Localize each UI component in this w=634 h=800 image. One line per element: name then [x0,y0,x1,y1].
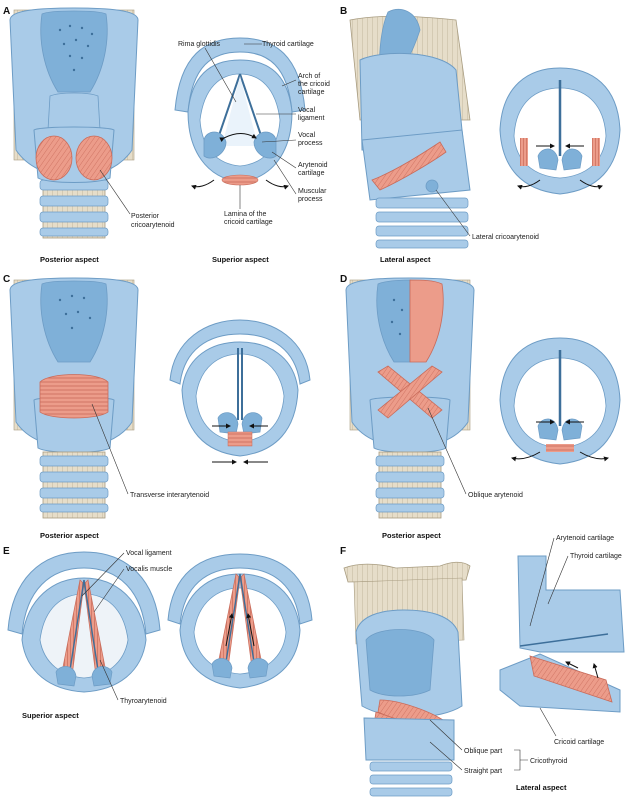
panel-letter-e: E [3,546,10,557]
caption-b: Lateral aspect [380,255,431,264]
label-oblique-arytenoid: Oblique arytenoid [468,492,523,499]
schematic-f [499,555,625,713]
label-vocal-ligament-a-2: ligament [298,115,325,122]
posterior-larynx-d [345,277,475,519]
panel-letter-b: B [340,6,347,17]
caption-c: Posterior aspect [40,531,99,540]
label-thyroid-cartilage-f: Thyroid cartilage [570,553,622,560]
label-vocalis-muscle: Vocalis muscle [126,566,172,573]
label-oblique-part: Oblique part [464,748,502,755]
label-lamina-2: cricoid cartilage [224,219,273,226]
label-vocal-process: Vocal [298,132,316,139]
vocal-ligament-e [69,579,85,671]
label-posterior-cricoarytenoid: Posterior [131,213,160,220]
panel-f: F Oblique part Straight part Cricothyroi… [340,535,625,797]
superior-larynx-e [7,551,161,693]
panel-letter-f: F [340,546,346,557]
caption-a-posterior: Posterior aspect [40,255,99,264]
thyroid-schematic [517,555,625,653]
panel-letter-d: D [340,274,347,285]
aryepiglottic-muscle [409,279,444,363]
label-muscular-process: Muscular [298,188,327,195]
cricoid-f [363,717,455,761]
caption-e: Superior aspect [22,711,79,720]
panel-letter-c: C [3,274,10,285]
hyoid-bone [343,561,471,583]
label-arch: Arch of [298,73,320,80]
caption-a-superior: Superior aspect [212,255,269,264]
panel-e: E Vocal ligament Vocalis muscle Thyroary… [3,546,313,720]
superior-view-d [499,337,621,465]
label-arytenoid: Arytenoid [298,162,328,169]
lateral-larynx-b [349,9,471,249]
arytenoid-cartilages [47,92,101,131]
label-cricoid-cartilage-f: Cricoid cartilage [554,739,604,746]
thyroid-cartilage-ring [174,37,306,113]
label-arytenoid-2: cartilage [298,170,325,177]
panel-c: C Transverse interarytenoid Posterior as… [3,274,311,540]
caption-f: Lateral aspect [516,783,567,792]
label-thyroid-cartilage-a: Thyroid cartilage [262,41,314,48]
lateral-larynx-f [343,561,471,797]
rima-glottidis [222,76,258,146]
posterior-larynx-c [9,277,139,519]
transverse-interarytenoid-muscle [39,374,109,419]
label-posterior-cricoarytenoid-2: cricoarytenoid [131,222,175,229]
lateral-cricoarytenoid-muscle [371,141,447,191]
label-lamina: Lamina of the [224,211,267,218]
label-thyroarytenoid: Thyroarytenoid [120,698,167,705]
label-rima-glottidis: Rima glottidis [178,41,221,48]
caption-d: Posterior aspect [382,531,441,540]
thyroid-b [359,53,465,151]
epiglottis [40,10,108,93]
label-lateral-cricoarytenoid: Lateral cricoarytenoid [472,234,539,241]
panel-a: A Posterior cricoarytenoid Posteri [3,6,330,264]
cricothyroid-schematic [529,655,613,703]
label-vocal-process-2: process [298,140,323,147]
posterior-larynx-a [9,7,139,239]
label-vocal-ligament-e: Vocal ligament [126,550,172,557]
label-transverse-interarytenoid: Transverse interarytenoid [130,492,209,499]
label-muscular-process-2: process [298,196,323,203]
label-cricothyroid: Cricothyroid [530,758,567,765]
superior-view-a [174,37,306,190]
label-straight-part: Straight part [464,768,502,775]
label-arch-2: the cricoid [298,81,330,88]
superior-view-b [499,67,621,195]
panel-b: B Lateral cricoarytenoid Lateral aspect [340,6,621,264]
superior-view-e [167,553,313,689]
posterior-cricoarytenoid-right [75,135,113,181]
label-arytenoid-cartilage-f: Arytenoid cartilage [556,535,614,542]
label-arch-3: cartilage [298,89,325,96]
label-vocal-ligament-a: Vocal [298,107,316,114]
posterior-cricoarytenoid-left [35,135,73,181]
panel-d: D Oblique arytenoid Posterior aspect [340,274,621,540]
superior-view-c [169,319,311,465]
panel-letter-a: A [3,6,10,17]
